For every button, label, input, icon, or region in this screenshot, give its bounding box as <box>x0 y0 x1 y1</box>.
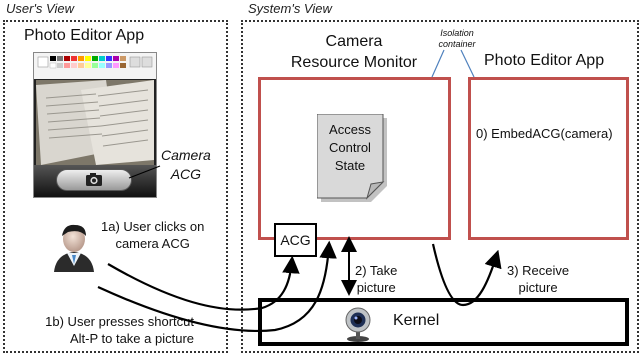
systems-app-title: Photo Editor App <box>484 52 605 69</box>
camera-acg-label: Camera ACG <box>161 147 211 182</box>
step-1a-label: 1a) User clicks on camera ACG <box>101 219 205 251</box>
monitor-title: Camera Resource Monitor <box>290 33 418 71</box>
embed-acg-label: 0) EmbedACG(camera) <box>476 126 613 141</box>
access-control-state-note: Access Control State <box>317 114 387 202</box>
step-1b-label: 1b) User presses shortcut Alt-P to take … <box>45 314 194 346</box>
kernel-box <box>258 298 629 346</box>
isolation-container-label: Isolation container <box>438 28 476 49</box>
users-view-label: User's View <box>6 1 74 16</box>
webcam-icon <box>343 305 373 343</box>
step-2-label: 2) Take picture <box>355 263 398 295</box>
camera-preview <box>36 80 154 165</box>
app-container <box>468 77 629 240</box>
kernel-label: Kernel <box>393 312 440 329</box>
systems-view-panel <box>241 20 639 353</box>
phone-screenshot <box>33 52 157 198</box>
users-view-panel <box>3 20 228 353</box>
color-palette <box>34 53 156 79</box>
step-3-label: 3) Receive picture <box>507 263 570 295</box>
users-app-title: Photo Editor App <box>24 27 145 44</box>
user-icon <box>50 220 98 272</box>
systems-view-label: System's View <box>248 1 332 16</box>
acg-box[interactable]: ACG <box>274 223 317 257</box>
camera-acg-button[interactable] <box>56 169 132 191</box>
camera-icon <box>86 173 102 186</box>
